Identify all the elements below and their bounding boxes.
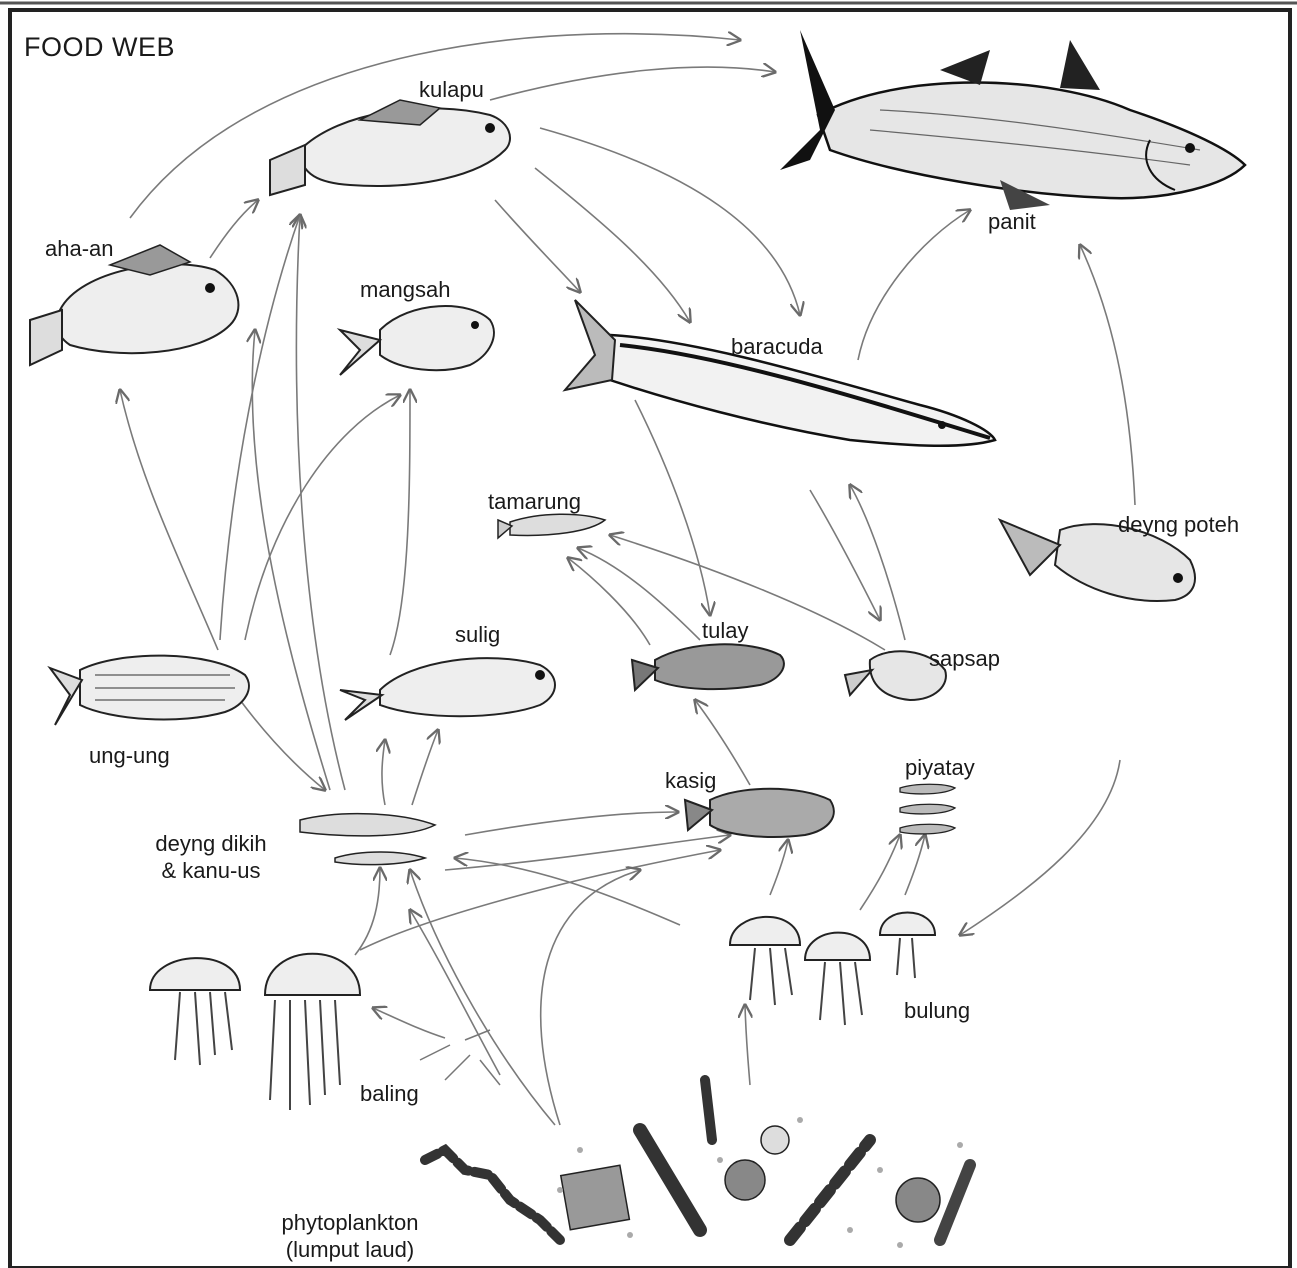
arrow-deyng-poteh-to-bulung	[960, 760, 1120, 935]
baracuda-illustration	[565, 300, 995, 446]
label-kulapu: kulapu	[419, 76, 484, 103]
jellyfish-left-illustration	[150, 954, 360, 1110]
label-baling: baling	[360, 1080, 419, 1107]
sulig-illustration	[340, 658, 555, 720]
arrow-tulay-to-tamarung-2	[578, 548, 700, 640]
panit-illustration	[780, 30, 1245, 210]
arrow-deyng-dikih-to-kasig-2	[445, 835, 730, 870]
arrow-deyng-dikih-to-kasig	[465, 812, 678, 835]
label-sulig: sulig	[455, 621, 500, 648]
arrow-bulung-to-kasig	[770, 840, 788, 895]
label-aha-an: aha-an	[45, 235, 114, 262]
piyatay-illustration	[900, 784, 955, 834]
arrow-deyng-dikih-to-aha-an	[252, 330, 330, 790]
arrow-ung-ung-to-aha-an	[120, 390, 218, 650]
arrow-tulay-to-tamarung-1	[568, 558, 650, 645]
diagram-title: FOOD WEB	[24, 32, 175, 63]
arrow-kulapu-to-baracuda-1	[540, 128, 800, 315]
arrow-deyng-dikih-to-sulig-2	[412, 730, 438, 805]
deyng-dikih-illustration	[300, 814, 435, 865]
arrow-phyto-to-deyng-dikih	[410, 870, 555, 1125]
arrow-ung-ung-to-kulapu	[220, 215, 300, 640]
label-panit: panit	[988, 208, 1036, 235]
arrow-aha-an-to-kulapu	[210, 200, 258, 258]
label-tamarung: tamarung	[488, 488, 581, 515]
arrow-baracuda-to-panit	[858, 210, 970, 360]
aha-an-illustration	[30, 245, 238, 365]
arrow-kulapu-to-baracuda-3	[495, 200, 580, 292]
label-kasig: kasig	[665, 767, 716, 794]
arrow-baling-to-jellyfish	[373, 1008, 445, 1038]
arrow-bulung-to-piyatay-1	[860, 835, 900, 910]
arrow-baracuda-to-tulay	[635, 400, 710, 615]
phytoplankton-illustration	[425, 1080, 970, 1248]
arrow-deyng-dikih-to-sulig	[382, 740, 385, 805]
arrow-deyng-poteh-to-panit	[1080, 245, 1135, 505]
label-deyng-poteh: deyng poteh	[1118, 511, 1239, 538]
kulapu-illustration	[270, 100, 510, 195]
tulay-illustration	[632, 644, 784, 690]
arrow-phyto-to-kasig	[541, 870, 640, 1125]
arrow-kulapu-to-baracuda-2	[535, 168, 690, 322]
label-deyng-dikih: deyng dikih & kanu-us	[155, 830, 266, 884]
kasig-illustration	[685, 789, 834, 837]
label-ung-ung: ung-ung	[89, 742, 170, 769]
arrow-baling-to-deyng-dikih	[410, 910, 500, 1075]
label-sapsap: sapsap	[929, 645, 1000, 672]
label-baracuda: baracuda	[731, 333, 823, 360]
tamarung-illustration	[498, 514, 605, 538]
arrow-phyto-to-bulung	[745, 1005, 750, 1085]
arrow-ung-ung-to-mangsah	[245, 395, 400, 640]
arrow-deyng-dikih-to-ung-ung	[240, 700, 325, 790]
mangsah-illustration	[340, 306, 494, 375]
label-bulung: bulung	[904, 997, 970, 1024]
ung-ung-illustration	[50, 656, 249, 725]
arrow-jellyfish-to-kasig	[360, 850, 720, 950]
label-tulay: tulay	[702, 617, 748, 644]
arrow-deyng-dikih-to-kulapu	[296, 215, 345, 790]
label-phytoplankton: phytoplankton (lumput laud)	[282, 1209, 419, 1263]
baling-illustration	[420, 1030, 500, 1085]
arrow-kulapu-to-panit	[490, 67, 775, 100]
arrow-sulig-to-mangsah	[390, 390, 410, 655]
label-piyatay: piyatay	[905, 754, 975, 781]
label-mangsah: mangsah	[360, 276, 451, 303]
arrow-baracuda-to-sapsap	[810, 490, 880, 620]
arrow-bulung-to-deyng-dikih	[455, 858, 680, 925]
feeding-arrows	[120, 34, 1135, 1125]
arrow-bulung-to-piyatay-2	[905, 835, 925, 895]
